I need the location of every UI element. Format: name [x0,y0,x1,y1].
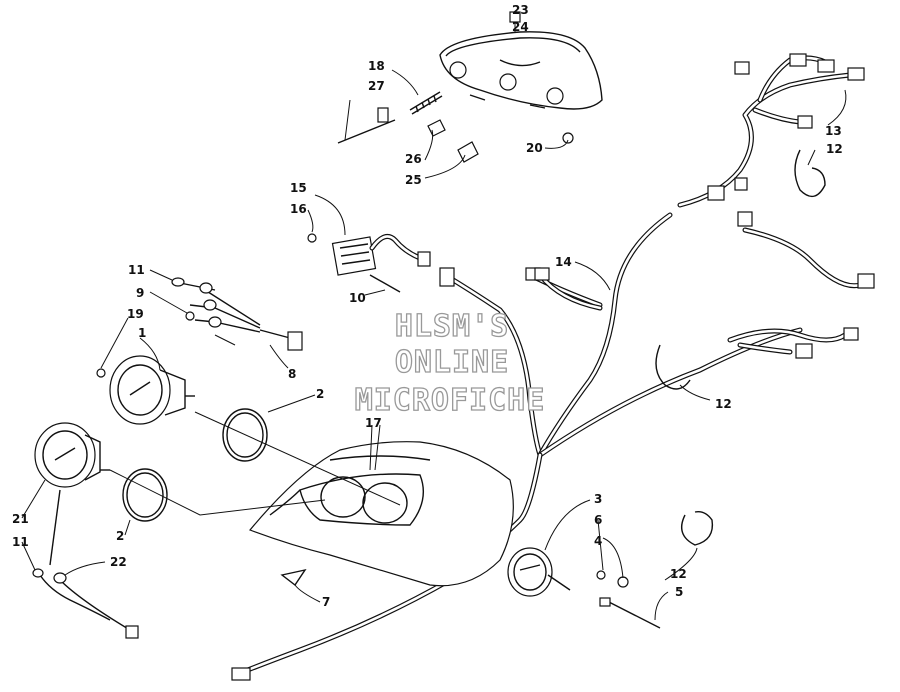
callout-leaders [21,22,847,621]
callout-15: 15 [290,181,307,195]
callout-2-lower: 2 [116,529,124,543]
callout-14: 14 [555,255,572,269]
callout-26: 26 [405,152,422,166]
callout-19: 19 [127,307,144,321]
callout-22: 22 [110,555,127,569]
callout-16: 16 [290,202,307,216]
decal-part-7 [280,568,307,587]
instrument-panel-part-17 [248,441,514,587]
callout-25: 25 [405,173,422,187]
main-wiring-harness-part-14 [231,212,803,681]
key-part-5 [599,597,661,629]
gauge-part-1 [109,355,195,425]
wiring-harness-right-branch [727,211,875,359]
callout-17: 17 [365,416,382,430]
gauge-sub-harness-part-8 [171,277,303,351]
callout-8: 8 [288,367,296,381]
callout-27: 27 [368,79,385,93]
callout-20: 20 [526,141,543,155]
callout-4: 4 [594,534,602,548]
bulb-part-9 [185,311,195,321]
callout-1: 1 [138,326,146,340]
nut-part-16 [307,233,317,243]
headlight-assembly [439,31,603,110]
washer-part-4 [596,570,606,580]
callout-7: 7 [322,595,330,609]
bulb-part-20 [562,132,574,144]
cable-tie-part-12-middle [655,344,691,390]
gauge-21-leader [49,489,61,566]
connector-group-near-14 [534,267,603,311]
watermark: HLSM'S ONLINE MICROFICHE [354,308,546,418]
callout-13: 13 [825,124,842,138]
bulb-part-26 [427,119,446,137]
voltage-regulator-part-15 [331,233,431,276]
adjuster-screw-part-27 [337,107,396,144]
cable-tie-part-12-upper [794,149,826,198]
watermark-line-2: ONLINE [395,345,509,380]
gauge-sub-harness-part-22 [32,568,139,639]
bolt-part-10 [369,274,401,293]
callout-12-middle: 12 [715,397,732,411]
adjuster-spring-part-18 [409,91,443,115]
socket-part-25 [457,141,479,163]
callout-9: 9 [136,286,144,300]
callout-10: 10 [349,291,366,305]
callout-5: 5 [675,585,683,599]
callout-2-upper: 2 [316,387,324,401]
wiring-harness-part-13 [677,53,865,208]
gasket-ring-part-2-lower [122,468,168,522]
callout-18: 18 [368,59,385,73]
gauge-part-21 [34,422,110,488]
callout-11-upper: 11 [128,263,145,277]
assembly-lines [109,334,401,516]
callout-11-lower: 11 [12,535,29,549]
gasket-ring-part-2-upper [222,408,268,462]
nut-part-6 [617,576,629,588]
screw-part-19 [96,368,106,378]
callout-6: 6 [594,513,602,527]
ignition-switch-part-3 [507,547,571,597]
watermark-line-3: MICROFICHE [355,383,546,418]
callout-12-lower: 12 [670,567,687,581]
callout-21: 21 [12,512,29,526]
watermark-line-1: HLSM'S [395,309,509,344]
cable-tie-part-12-lower [681,510,714,546]
callout-23: 23 [512,3,529,17]
callout-3: 3 [594,492,602,506]
callout-24: 24 [512,20,529,34]
callout-labels: 23 24 18 27 26 25 20 13 12 15 16 14 10 1… [12,3,843,609]
callout-12-upper: 12 [826,142,843,156]
